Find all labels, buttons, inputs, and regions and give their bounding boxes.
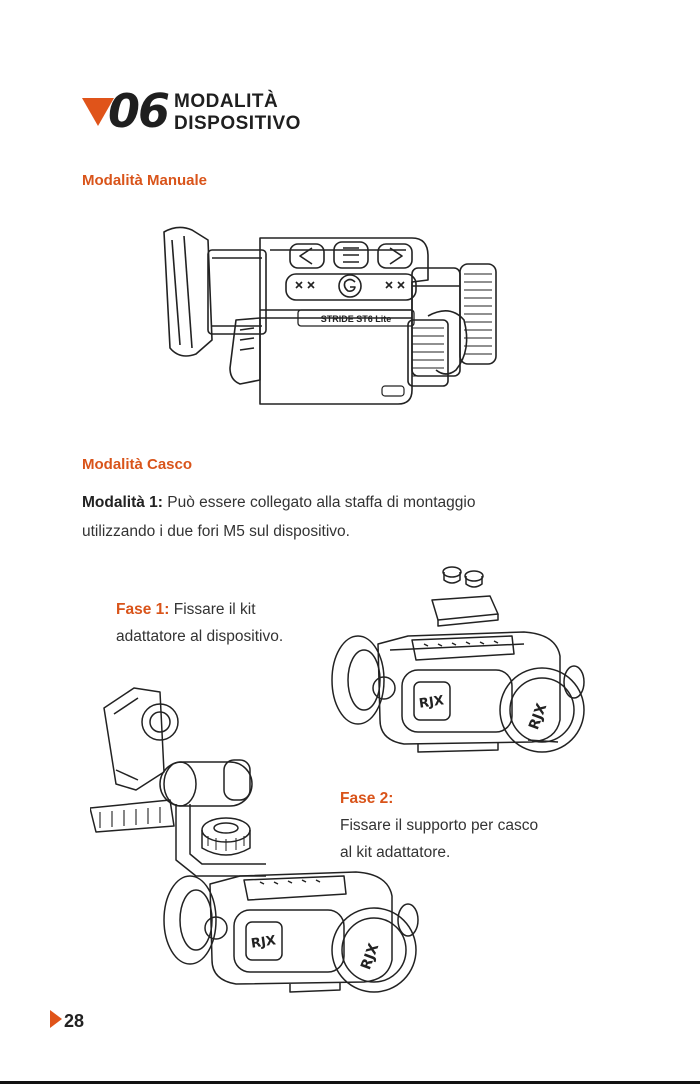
step1-text-line2: adattatore al dispositivo. — [116, 628, 283, 645]
step2-logo: RJX — [250, 933, 277, 951]
mode1-label: Modalità 1: — [82, 494, 163, 511]
page-number-text: 28 — [64, 1011, 84, 1031]
page-number: 28 — [50, 1010, 84, 1032]
step2-text-line2: al kit adattatore. — [340, 844, 450, 861]
mode1-paragraph: Modalità 1: Può essere collegato alla st… — [82, 488, 602, 546]
chapter-number: 06 — [108, 84, 168, 138]
chapter-title: MODALITÀ DISPOSITIVO — [174, 91, 301, 135]
chapter-title-line1: MODALITÀ — [174, 91, 301, 113]
step1-label: Fase 1: — [116, 601, 169, 618]
step1-text: Fissare il kit — [169, 601, 255, 618]
step2-lens-logo: RJX — [358, 941, 382, 972]
page-triangle-icon — [50, 1010, 62, 1028]
step1-lens-logo: RJX — [526, 701, 550, 732]
step1-caption: Fase 1: Fissare il kit adattatore al dis… — [116, 596, 283, 650]
mode1-text-line2: utilizzando i due fori M5 sul dispositiv… — [82, 523, 350, 540]
manual-device-illustration: STRIDE ST6 Lite — [150, 220, 510, 420]
step2-caption: Fase 2: Fissare il supporto per casco al… — [340, 785, 538, 866]
manual-mode-heading: Modalità Manuale — [82, 172, 207, 189]
device-label: STRIDE ST6 Lite — [321, 314, 392, 324]
helmet-mode-heading: Modalità Casco — [82, 456, 192, 473]
chapter-title-line2: DISPOSITIVO — [174, 113, 301, 135]
step2-label: Fase 2: — [340, 790, 393, 807]
mode1-text: Può essere collegato alla staffa di mont… — [163, 494, 476, 511]
step2-text: Fissare il supporto per casco — [340, 817, 538, 834]
